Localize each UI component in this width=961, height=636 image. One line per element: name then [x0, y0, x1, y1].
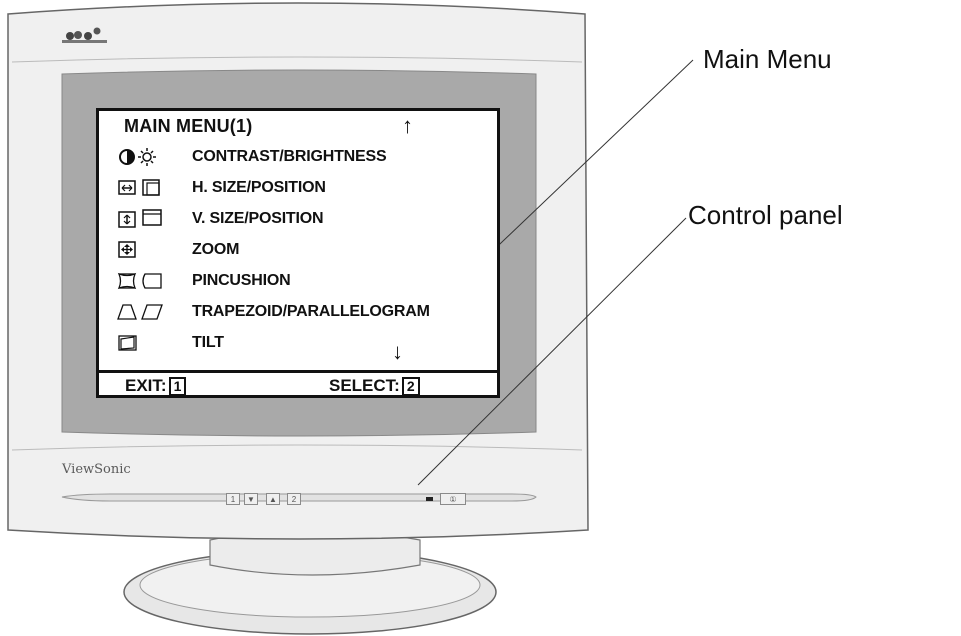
pincushion-icon: [117, 272, 162, 290]
bezel-top-bevel: [11, 56, 583, 63]
osd-item-h-size-position[interactable]: H. SIZE/POSITION: [117, 176, 497, 200]
button-up[interactable]: ▲: [266, 493, 280, 505]
viewsonic-logo-icon: [62, 27, 107, 43]
bezel-bottom-bevel: [11, 444, 583, 451]
callout-control-panel: Control panel: [688, 200, 843, 230]
select-label: SELECT:: [329, 376, 400, 395]
control-panel-leader-line: [417, 217, 687, 486]
osd-item-zoom[interactable]: ZOOM: [117, 238, 497, 262]
power-button[interactable]: ①: [440, 493, 466, 505]
osd-main-menu: MAIN MENU(1) ↑ CONTRAST/BRIGHTNESS: [96, 108, 500, 398]
button-2[interactable]: 2: [287, 493, 301, 505]
scroll-down-arrow-icon: ↓: [392, 339, 403, 364]
osd-item-tilt[interactable]: TILT: [117, 331, 497, 355]
exit-label: EXIT:: [125, 376, 167, 395]
button-1[interactable]: 1: [226, 493, 240, 505]
osd-title: MAIN MENU(1): [124, 116, 253, 136]
scroll-up-arrow-icon: ↑: [402, 113, 413, 138]
exit-key-box: 1: [168, 377, 187, 396]
osd-item-label: TRAPEZOID/PARALLELOGRAM: [192, 303, 430, 320]
osd-item-label: H. SIZE/POSITION: [192, 179, 326, 196]
osd-item-v-size-position[interactable]: V. SIZE/POSITION: [117, 207, 497, 231]
osd-item-trapezoid-parallelogram[interactable]: TRAPEZOID/PARALLELOGRAM: [117, 300, 497, 324]
osd-select-hint: SELECT:2: [329, 376, 420, 396]
v-size-position-icon: [118, 209, 162, 228]
brand-name: ViewSonic: [62, 462, 131, 477]
osd-item-label: PINCUSHION: [192, 272, 291, 289]
contrast-brightness-icon: [119, 148, 156, 166]
osd-item-label: V. SIZE/POSITION: [192, 210, 324, 227]
button-down[interactable]: ▼: [244, 493, 258, 505]
tilt-icon: [118, 335, 137, 351]
osd-exit-hint: EXIT:1: [125, 376, 187, 396]
osd-item-pincushion[interactable]: PINCUSHION: [117, 269, 497, 293]
osd-item-label: TILT: [192, 334, 224, 351]
osd-item-label: CONTRAST/BRIGHTNESS: [192, 148, 387, 165]
select-key-box: 2: [401, 377, 420, 396]
zoom-icon: [118, 241, 136, 258]
osd-item-label: ZOOM: [192, 241, 240, 258]
callout-main-menu: Main Menu: [703, 44, 832, 74]
osd-footer: EXIT:1 SELECT:2: [99, 370, 497, 398]
power-led: [426, 497, 433, 501]
h-size-position-icon: [118, 179, 160, 196]
trapezoid-parallelogram-icon: [117, 304, 163, 320]
osd-item-contrast-brightness[interactable]: CONTRAST/BRIGHTNESS: [117, 145, 497, 169]
